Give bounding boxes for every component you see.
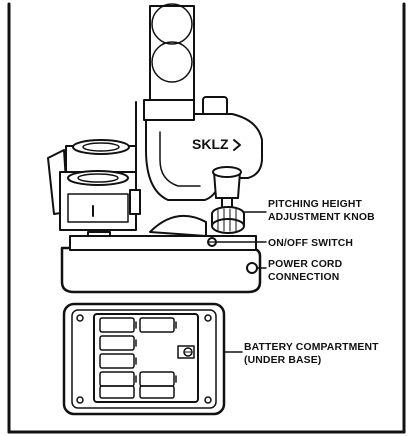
power-cord-port-icon — [246, 262, 258, 274]
latch-screw-icon — [183, 347, 193, 357]
on-off-switch-callout: ON/OFF SWITCH — [268, 238, 353, 251]
pitching-head — [212, 166, 242, 213]
feed-bowl — [149, 215, 207, 237]
height-adjustment-knob-icon — [211, 206, 245, 234]
pitching-height-callout: PITCHING HEIGHT ADJUSTMENT KNOB — [268, 199, 375, 224]
power-cord-label-line2: CONNECTION — [268, 271, 340, 283]
body-contour — [159, 131, 201, 187]
logo-chevron — [233, 139, 241, 151]
battery-label-line2: (UNDER BASE) — [244, 354, 322, 366]
on-off-switch-label: ON/OFF SWITCH — [268, 238, 354, 249]
battery-compartment-illustration — [62, 302, 226, 416]
machine-base — [60, 246, 262, 294]
power-cord-label-line1: POWER CORD — [268, 259, 343, 270]
top-knob — [202, 96, 228, 116]
base-top-rim — [69, 235, 257, 251]
pitching-height-label-line1: PITCHING HEIGHT — [268, 199, 363, 210]
machine-body — [145, 113, 263, 201]
motor-housing — [47, 139, 141, 245]
power-cord-callout: POWER CORD CONNECTION — [268, 259, 342, 284]
pitching-machine-illustration: SKLZ — [47, 3, 263, 294]
battery-callout: BATTERY COMPARTMENT (UNDER BASE) — [244, 342, 379, 367]
ball-feed-tube — [143, 3, 195, 121]
battery-label-line1: BATTERY COMPARTMENT — [244, 342, 379, 353]
brand-logo: SKLZ — [192, 136, 229, 152]
pitching-height-label-line2: ADJUSTMENT KNOB — [268, 211, 375, 223]
